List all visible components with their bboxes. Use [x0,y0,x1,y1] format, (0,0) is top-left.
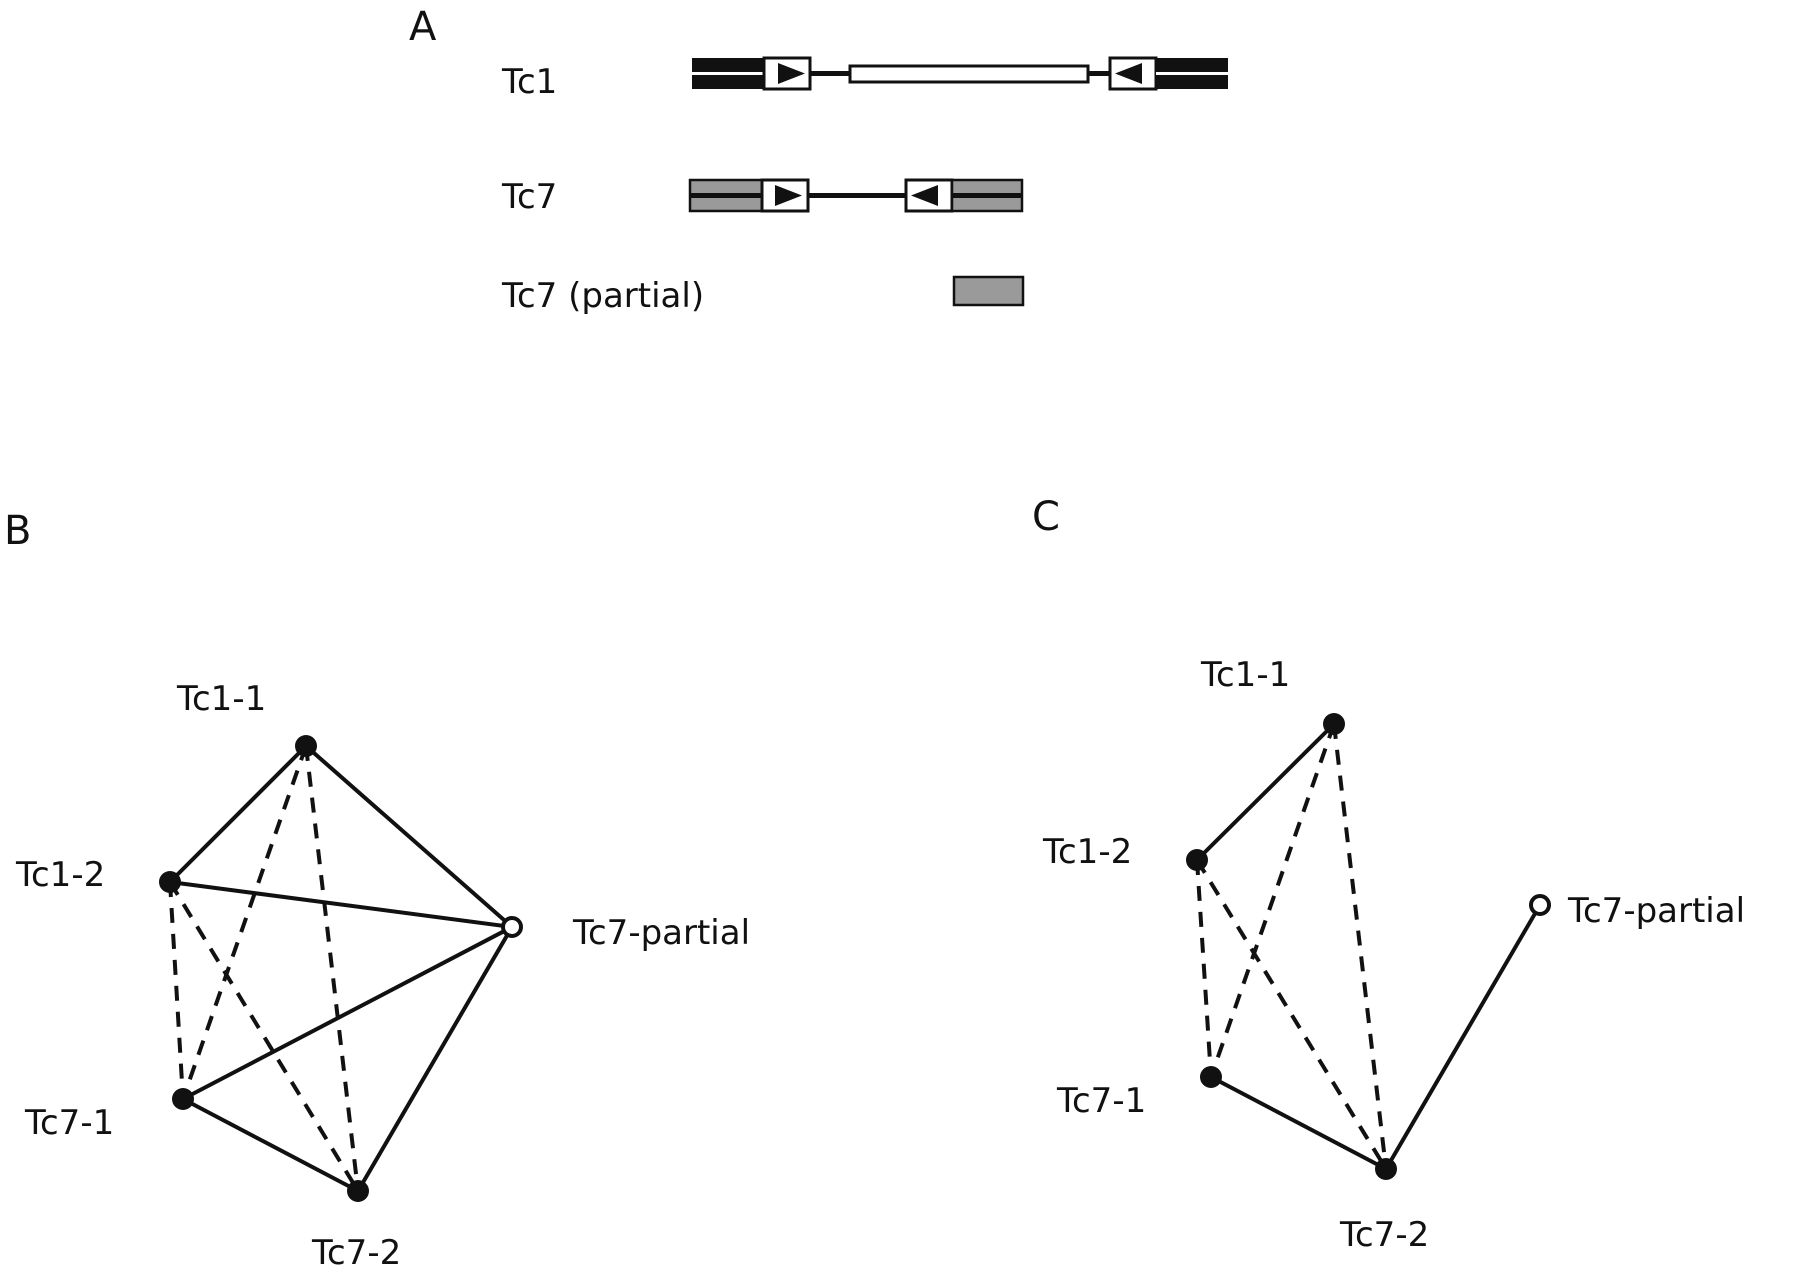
node-c-tc7_partial [1529,894,1551,916]
edge-c-tc1_1-tc7_1 [1209,723,1336,1078]
panel-c: C Tc1-1 Tc1-2 Tc7-partial Tc7-1 Tc7-2 [1032,494,1745,1255]
edge-b-tc1_1-tc7_2 [304,745,360,1192]
tc1-right-white-band [1156,72,1228,75]
edge-b-tc1_2-tc7_2 [168,880,360,1193]
label-b-tc7-1: Tc7-1 [24,1103,114,1143]
edge-c-tc1_1-tc7_2 [1332,723,1388,1170]
tc7-partial-element [952,275,1025,307]
label-c-tc7-2: Tc7-2 [1339,1215,1429,1255]
edge-b-tc1_1-tc1_2 [168,744,308,884]
node-b-tc7_partial [501,916,523,938]
label-c-tc7-partial: Tc7-partial [1567,891,1745,931]
label-c-tc7-1: Tc7-1 [1056,1081,1146,1121]
edge-b-tc1_1-tc7_partial [304,744,514,929]
edge-c-tc7_1-tc7_2 [1210,1075,1387,1171]
label-b-tc1-1: Tc1-1 [176,679,266,719]
node-b-tc1_1 [295,735,317,757]
label-tc7-partial: Tc7 (partial) [501,276,704,316]
label-b-tc7-2: Tc7-2 [311,1233,401,1273]
tc1-right-tir-arrow [1115,63,1142,84]
graph-b [159,735,523,1202]
tc7-element [688,178,1024,213]
label-c-tc1-2: Tc1-2 [1042,832,1132,872]
panel-a-letter: A [409,4,437,50]
label-c-tc1-1: Tc1-1 [1200,655,1290,695]
tc7-partial-segment [952,275,1025,307]
label-tc1: Tc1 [501,62,557,102]
node-b-tc7_1 [172,1088,194,1110]
edge-b-tc1_2-tc7_partial [169,880,513,929]
edge-c-tc7_2-tc7_partial [1384,903,1542,1171]
panel-a: A Tc1 Tc7 Tc7 (partial) [409,4,1228,316]
node-c-tc7_1 [1200,1066,1222,1088]
node-b-tc1_2 [159,871,181,893]
edge-b-tc7_2-tc7_partial [356,925,514,1193]
edge-b-tc7_1-tc7_partial [182,925,513,1101]
edge-b-tc1_2-tc7_1 [168,881,185,1100]
node-c-tc1_1 [1323,713,1345,735]
edge-b-tc7_1-tc7_2 [182,1097,359,1193]
panel-b: B Tc1-1 Tc1-2 Tc7-partial Tc7-1 Tc7-2 [4,508,750,1273]
edge-c-tc1_2-tc7_1 [1195,859,1213,1078]
tc1-left-white-band [692,72,764,75]
tc7-right-tir-arrow [911,185,938,206]
node-c-tc1_2 [1186,849,1208,871]
label-tc7: Tc7 [501,177,557,217]
tc1-element [692,56,1228,91]
tc7-right-dark-band [952,193,1022,198]
graph-c [1186,713,1551,1180]
edge-c-tc1_1-tc1_2 [1195,722,1336,862]
tc7-left-dark-band [690,193,762,198]
panel-c-letter: C [1032,494,1060,540]
edge-c-tc1_2-tc7_2 [1195,858,1388,1171]
label-b-tc7-partial: Tc7-partial [572,913,750,953]
node-b-tc7_2 [347,1180,369,1202]
tc7-left-tir-arrow [775,185,802,206]
label-b-tc1-2: Tc1-2 [15,855,105,895]
tc1-left-tir-arrow [778,63,805,84]
tc1-orf-box [848,64,1090,84]
panel-b-letter: B [4,508,31,554]
edge-b-tc1_1-tc7_1 [181,745,308,1100]
node-c-tc7_2 [1375,1158,1397,1180]
